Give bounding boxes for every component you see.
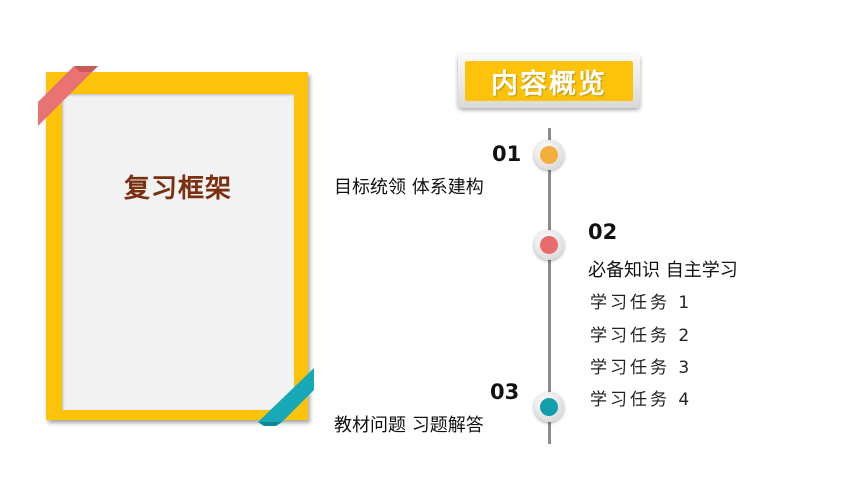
timeline-dot-02 — [540, 236, 558, 254]
section-number-02: 02 — [588, 220, 618, 244]
red-corner-ribbon — [38, 66, 98, 126]
timeline-dot-03 — [540, 398, 558, 416]
review-frame: 复习框架 — [46, 72, 308, 420]
section-number-01: 01 — [492, 142, 522, 166]
task-item-4[interactable]: 学习任务 4 — [590, 390, 693, 410]
section-label-01[interactable]: 目标统领 体系建构 — [334, 177, 484, 198]
overview-title: 内容概览 — [465, 61, 633, 101]
timeline-node-02 — [534, 230, 564, 260]
timeline-dot-01 — [540, 146, 558, 164]
frame-title: 复习框架 — [123, 174, 232, 204]
timeline-node-01 — [534, 140, 564, 170]
task-item-3[interactable]: 学习任务 3 — [590, 358, 693, 378]
section-number-03: 03 — [490, 380, 520, 404]
overview-title-box: 内容概览 — [458, 54, 640, 108]
review-frame-panel: 复习框架 — [62, 94, 294, 410]
task-item-1[interactable]: 学习任务 1 — [590, 293, 693, 313]
timeline-line — [548, 128, 551, 444]
timeline-node-03 — [534, 392, 564, 422]
task-item-2[interactable]: 学习任务 2 — [590, 326, 693, 346]
section-label-02[interactable]: 必备知识 自主学习 — [588, 260, 738, 281]
section-label-03[interactable]: 教材问题 习题解答 — [334, 415, 484, 436]
teal-corner-ribbon — [258, 368, 314, 426]
